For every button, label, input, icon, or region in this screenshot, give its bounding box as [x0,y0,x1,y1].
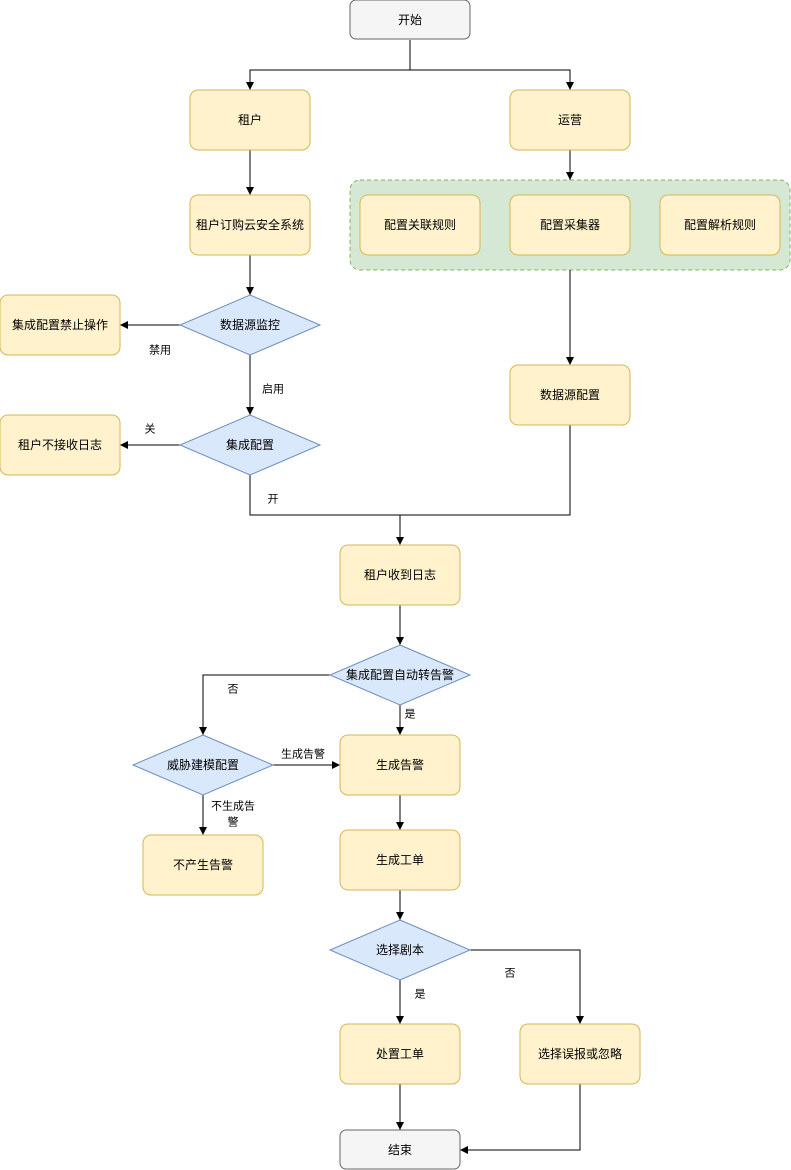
edge-label-no-2: 否 [505,967,516,980]
node-no-alert-label: 不产生告警 [173,857,233,872]
node-start: 开始 [349,0,471,40]
edge-autoalert-threat [199,674,330,735]
node-no-alert: 不产生告警 [142,834,264,896]
node-tenant: 租户 [189,89,311,151]
node-config-collector: 配置采集器 [509,194,631,256]
node-datasource-monitor-label: 数据源监控 [220,317,280,332]
node-choose-playbook-label: 选择剧本 [376,943,424,957]
node-integration-forbidden: 集成配置禁止操作 [0,294,121,356]
node-ops: 运营 [509,89,631,151]
node-false-positive: 选择误报或忽略 [519,1023,641,1085]
node-generate-ticket: 生成工单 [339,829,461,891]
node-config-correlation: 配置关联规则 [359,194,481,256]
node-subscribe: 租户订购云安全系统 [189,194,311,256]
edge-label-off: 关 [145,422,156,436]
edge-start-split [246,40,411,90]
node-generate-alert-label: 生成告警 [376,757,424,772]
edge-playbook-falsepositive [470,949,584,1024]
node-config-collector-label: 配置采集器 [540,217,600,232]
edge-label-no-alert-line2: 警 [228,815,239,829]
edges [120,40,584,1154]
node-threat-modeling: 威胁建模配置 [131,734,275,796]
node-generate-ticket-label: 生成工单 [376,853,424,867]
node-threat-modeling-label: 威胁建模配置 [167,757,239,772]
node-datasource-monitor: 数据源监控 [178,294,322,356]
node-tenant-label: 租户 [238,112,262,127]
node-tenant-no-logs-label: 租户不接收日志 [18,437,102,452]
edge-falsepositive-end [460,1084,581,1154]
edge-label-generate-alert: 生成告警 [281,747,325,761]
edge-start-ops [410,69,574,90]
node-datasource-config: 数据源配置 [509,364,631,426]
node-ops-label: 运营 [558,113,582,127]
node-integration-config: 集成配置 [178,414,322,476]
node-end: 结束 [339,1129,461,1170]
node-integration-config-label: 集成配置 [226,437,274,452]
node-datasource-config-label: 数据源配置 [540,387,600,402]
edge-label-yes-2: 是 [415,988,426,1001]
node-tenant-receives-logs-label: 租户收到日志 [364,567,436,582]
edge-label-on: 开 [268,493,279,506]
node-end-label: 结束 [388,1143,412,1157]
node-generate-alert: 生成告警 [339,734,461,796]
node-config-correlation-label: 配置关联规则 [384,217,456,232]
edge-label-no-alert-line1: 不生成告 [211,799,255,813]
node-handle-ticket: 处置工单 [339,1023,461,1085]
node-config-parser-label: 配置解析规则 [684,217,756,232]
node-subscribe-label: 租户订购云安全系统 [196,217,304,232]
node-config-parser: 配置解析规则 [659,194,781,256]
node-start-label: 开始 [398,13,422,27]
edge-label-yes-1: 是 [405,708,416,721]
edge-label-no-1: 否 [228,683,239,696]
edge-integration-receive [249,475,404,545]
edge-label-enabled: 启用 [262,383,284,396]
node-auto-alert-label: 集成配置自动转告警 [346,667,454,682]
node-tenant-no-logs: 租户不接收日志 [0,414,121,476]
node-auto-alert: 集成配置自动转告警 [328,644,472,706]
edge-label-disabled: 禁用 [149,344,171,357]
edge-datasource-receive [400,425,571,516]
node-false-positive-label: 选择误报或忽略 [538,1046,622,1061]
node-integration-forbidden-label: 集成配置禁止操作 [12,317,108,332]
node-tenant-receives-logs: 租户收到日志 [339,544,461,606]
node-handle-ticket-label: 处置工单 [376,1047,424,1061]
node-choose-playbook: 选择剧本 [328,919,472,981]
